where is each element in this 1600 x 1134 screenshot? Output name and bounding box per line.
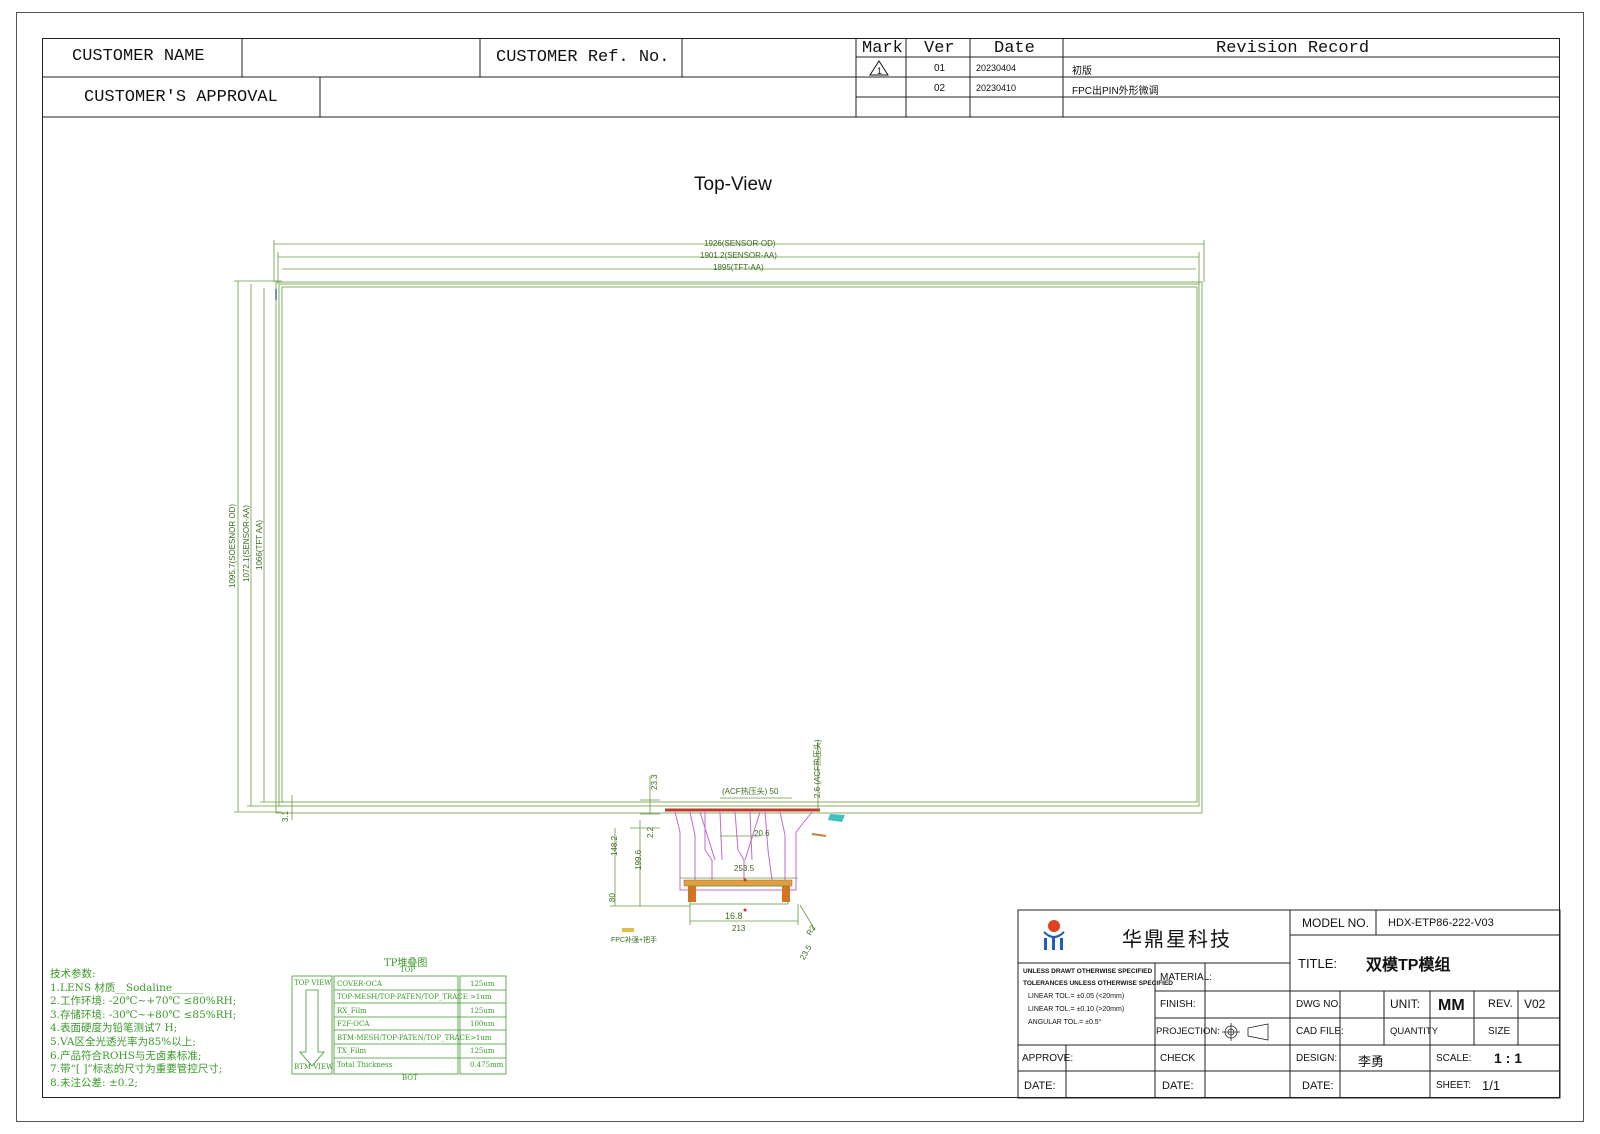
tolerances-note: TOLERANCES UNLESS OTHERWISE SPECIFIED <box>1023 980 1174 987</box>
rev-row-record: FPC出PIN外形微调 <box>1072 86 1159 97</box>
stack-layer-name: BTM-MESH/TOP-PATEN/TOP_TRACE <box>337 1034 471 1042</box>
check-label: CHECK <box>1160 1053 1196 1064</box>
stack-title: TP堆叠图 <box>384 958 428 969</box>
notes-item: 5.VA区全光透光率为85%以上; <box>50 1035 196 1048</box>
rev-col-date: Date <box>994 39 1035 58</box>
stack-layer-value: >1um <box>470 993 492 1001</box>
angular-tol: ANGULAR TOL.= ±0.5° <box>1028 1019 1102 1026</box>
view-title: Top-View <box>694 174 772 195</box>
rev-value: V02 <box>1524 997 1546 1011</box>
rev-row-date: 20230410 <box>976 83 1017 93</box>
notes-item: 8.未注公差: ±0.2; <box>50 1076 138 1089</box>
size-label: SIZE <box>1488 1026 1511 1037</box>
quantity-label: QUANTITY <box>1390 1026 1439 1037</box>
stack-layer-name: TOP-MESH/TOP-PATEN/TOP_TRACE <box>337 993 468 1001</box>
rev-row-ver: 02 <box>934 83 946 94</box>
date-label-check: DATE: <box>1162 1080 1194 1092</box>
company-logo-icon <box>1043 920 1065 950</box>
stack-bot-label: BOT <box>402 1074 418 1082</box>
technical-notes: 技术参数: 1.LENS 材质__Sodaline______ 2.工作环境: … <box>50 968 236 1090</box>
stack-layer-value: 125um <box>470 1047 495 1055</box>
rev-label: REV. <box>1488 998 1513 1010</box>
stack-layer-value: 125um <box>470 980 495 988</box>
notes-item: 1.LENS 材质__Sodaline______ <box>50 981 204 994</box>
notes-item: 3.存储环境: -30℃~+80℃ ≤85%RH; <box>50 1008 237 1021</box>
material-label: MATERIAL: <box>1160 972 1213 983</box>
customer-ref-label: CUSTOMER Ref. No. <box>496 48 670 67</box>
dim-253-5: 253.5 <box>734 864 755 873</box>
drawing-title: 双模TP模组 <box>1366 957 1451 974</box>
date-label-design: DATE: <box>1302 1080 1334 1092</box>
scale-value: 1 : 1 <box>1494 1050 1523 1066</box>
finish-label: FINISH: <box>1160 999 1196 1010</box>
rev-row-ver: 01 <box>934 63 946 74</box>
notes-item: 6.产品符合ROHS与无卤素标准; <box>50 1049 202 1062</box>
dim-sensor-aa-width: 1901.2(SENSOR-AA) <box>700 251 777 260</box>
stack-layer-value: >1um <box>470 1034 492 1042</box>
scale-label: SCALE: <box>1436 1053 1472 1064</box>
fpc-note: FPC补强+把手 <box>611 937 658 944</box>
model-no: HDX-ETP86-222-V03 <box>1388 917 1494 929</box>
dim-213: 213 <box>732 924 746 933</box>
notes-item: 4.表面硬度为铅笔测试7 H; <box>50 1022 178 1035</box>
dim-20-6: 20.6 <box>754 829 770 838</box>
cad-file-label: CAD FILE: <box>1296 1026 1344 1037</box>
stack-layer-name: F2F-OCA <box>337 1020 370 1028</box>
stack-layer-name: COVER-OCA <box>337 980 382 988</box>
dim-sensor-od-width: 1926(SENSOR-OD) <box>704 239 776 248</box>
customer-name-label: CUSTOMER NAME <box>72 47 205 66</box>
stack-layer-name: RX_Film <box>337 1007 367 1015</box>
rev-row-date: 20230404 <box>976 63 1017 73</box>
sheet-label: SHEET: <box>1436 1080 1472 1091</box>
stack-layer-value: 125um <box>470 1007 495 1015</box>
warning-triangle-icon: 1 <box>869 60 889 76</box>
rev-row-record: 初版 <box>1072 66 1092 77</box>
dwg-no-label: DWG NO. <box>1296 999 1341 1010</box>
dim-acf-length: (ACF热压头) 50 <box>722 787 779 796</box>
drawing-sheet <box>16 12 1584 1122</box>
unit-value: MM <box>1438 997 1465 1014</box>
dim-tft-aa-width: 1895(TFT-AA) <box>713 263 764 272</box>
dim-center: 16.8 <box>725 911 743 921</box>
date-label-approve: DATE: <box>1024 1080 1056 1092</box>
sheet-value: 1/1 <box>1482 1078 1501 1093</box>
svg-text:1: 1 <box>877 66 882 76</box>
fpc-tail <box>610 740 845 932</box>
projection-label: PROJECTION: <box>1156 1026 1220 1037</box>
rev-col-record: Revision Record <box>1216 39 1370 58</box>
company-name: 华鼎星科技 <box>1122 927 1232 951</box>
rev-col-mark: Mark <box>862 39 903 58</box>
customer-approval-label: CUSTOMER'S APPROVAL <box>84 88 278 107</box>
stack-btm-view: BTM VIEW <box>294 1063 334 1071</box>
notes-title: 技术参数: <box>50 968 96 980</box>
stack-layer-value: 0.475mm <box>470 1061 504 1069</box>
design-label: DESIGN: <box>1296 1053 1338 1064</box>
notes-item: 7.带“[ ]”标志的尺寸为重要管控尺寸; <box>50 1063 223 1076</box>
stack-top-view: TOP VIEW <box>294 979 332 987</box>
stack-top-label: TOP <box>400 966 416 974</box>
model-no-label: MODEL NO. <box>1302 916 1369 930</box>
unless-note: UNLESS DRAWT OTHERWISE SPECIFIED <box>1023 968 1153 975</box>
rev-col-ver: Ver <box>924 39 955 58</box>
approve-label: APPROVE: <box>1022 1053 1074 1064</box>
drawing-frame <box>42 38 1560 1098</box>
stack-layer-name: Total Thickness <box>337 1061 393 1069</box>
linear-tol-1: LINEAR TOL.= ±0.05 (<20mm) <box>1028 993 1125 1000</box>
linear-tol-2: LINEAR TOL.= ±0.10 (>20mm) <box>1028 1006 1125 1013</box>
designer-name: 李勇 <box>1358 1054 1385 1069</box>
notes-item: 2.工作环境: -20℃~+70℃ ≤80%RH; <box>50 995 237 1008</box>
projection-symbol-icon <box>1222 1023 1269 1041</box>
stack-layer-value: 100um <box>470 1020 495 1028</box>
title-label: TITLE: <box>1298 956 1338 971</box>
stack-layer-name: TX_Film <box>337 1047 367 1055</box>
unit-label: UNIT: <box>1390 997 1420 1011</box>
